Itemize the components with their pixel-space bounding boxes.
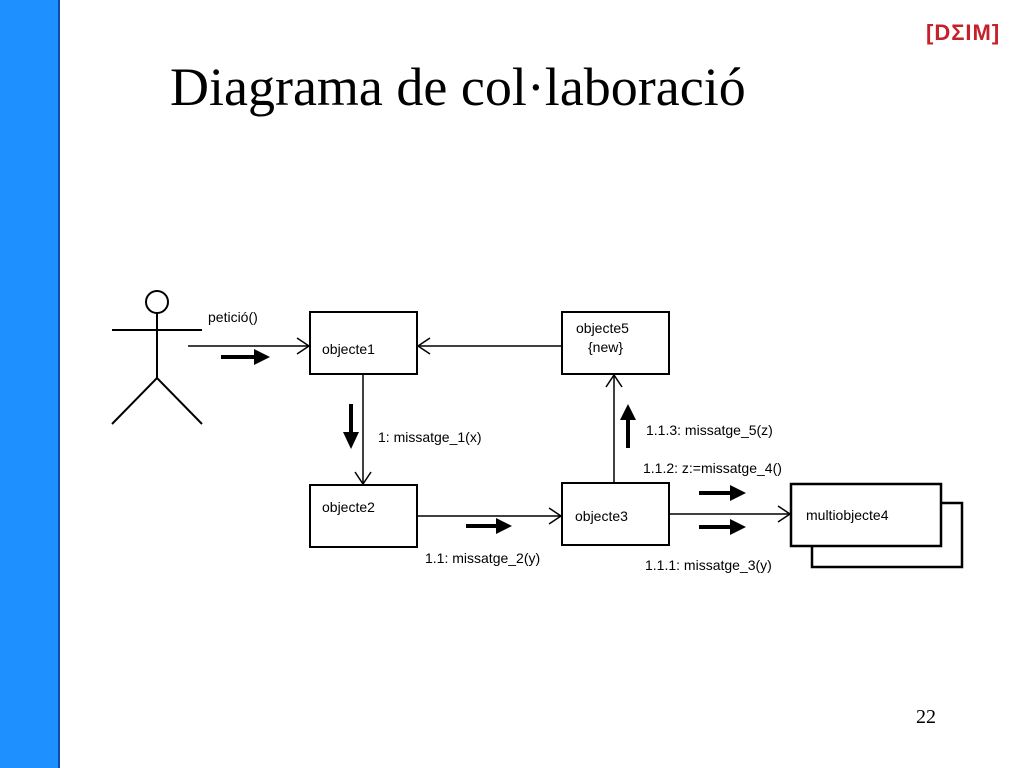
link-objecte3-multiobjecte4 — [669, 505, 792, 523]
dsim-logo: [DΣIM] — [926, 20, 1001, 45]
slide-title: Diagrama de col·laboració — [170, 57, 746, 117]
objecte2-label: objecte2 — [322, 499, 375, 515]
message-arrow-m11 — [466, 518, 512, 534]
slide-sidebar — [0, 0, 60, 768]
message-arrow-peticio — [221, 349, 270, 365]
objecte3-label: objecte3 — [575, 508, 628, 524]
link-objecte1-objecte2 — [354, 374, 372, 486]
objecte3-box — [561, 482, 670, 546]
message-arrow-m111 — [699, 519, 746, 535]
objecte1-label: objecte1 — [322, 341, 375, 357]
message-label-m111: 1.1.1: missatge_3(y) — [645, 557, 772, 573]
actor-figure — [111, 290, 203, 425]
link-objecte2-objecte3 — [417, 507, 563, 525]
message-label-m11: 1.1: missatge_2(y) — [425, 550, 540, 566]
link-objecte3-objecte5 — [605, 373, 623, 483]
page-number: 22 — [916, 706, 936, 728]
message-label-peticio: petició() — [208, 309, 258, 325]
message-label-m113: 1.1.3: missatge_5(z) — [646, 422, 773, 438]
objecte5-stereotype-label: {new} — [588, 339, 623, 355]
objecte2-box — [309, 484, 418, 548]
objecte5-box — [561, 311, 670, 375]
message-label-m112: 1.1.2: z:=missatge_4() — [643, 460, 782, 476]
link-objecte5-objecte1 — [416, 337, 562, 355]
message-arrow-m113 — [620, 404, 636, 448]
link-actor-objecte1 — [188, 337, 311, 355]
message-arrow-m1 — [343, 404, 359, 449]
message-label-m1: 1: missatge_1(x) — [378, 429, 481, 445]
multiobjecte4-box — [789, 482, 943, 548]
multiobjecte4-label: multiobjecte4 — [806, 507, 889, 523]
objecte1-box — [309, 311, 418, 375]
objecte5-label: objecte5 — [576, 320, 629, 336]
message-arrow-m112 — [699, 485, 746, 501]
